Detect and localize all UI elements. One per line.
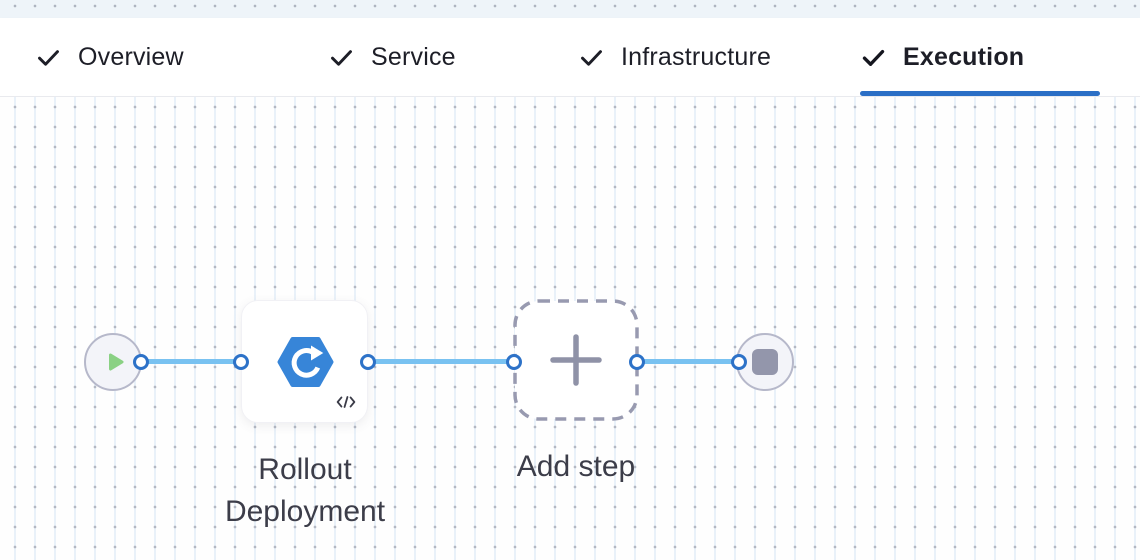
pipeline-canvas[interactable]: Rollout Deployment Add step xyxy=(0,97,1140,560)
tab-overview[interactable]: Overview xyxy=(35,18,184,96)
connector-line xyxy=(141,359,241,364)
connector-port[interactable] xyxy=(360,354,376,370)
connector-line xyxy=(637,359,740,364)
play-icon xyxy=(103,350,127,374)
step-label-add-step: Add step xyxy=(516,450,636,483)
tab-service[interactable]: Service xyxy=(328,18,456,96)
active-tab-indicator xyxy=(860,91,1100,96)
connector-port[interactable] xyxy=(506,354,522,370)
plus-icon xyxy=(550,334,602,386)
stage-tabs: Overview Service Infrastructure Executio… xyxy=(0,18,1140,97)
code-icon xyxy=(336,395,356,414)
connector-line xyxy=(368,359,514,364)
tab-execution[interactable]: Execution xyxy=(860,18,1024,96)
step-label-rollout-deployment: Rollout Deployment xyxy=(224,453,386,528)
check-icon xyxy=(328,44,355,71)
check-icon xyxy=(860,44,887,71)
k8s-rollout-icon xyxy=(277,336,334,393)
check-icon xyxy=(578,44,605,71)
check-icon xyxy=(35,44,62,71)
tab-label: Service xyxy=(371,42,456,71)
connector-port[interactable] xyxy=(629,354,645,370)
tab-label: Execution xyxy=(903,42,1025,71)
add-step-node[interactable] xyxy=(512,298,640,422)
pipeline-start-node xyxy=(84,333,142,391)
tab-infrastructure[interactable]: Infrastructure xyxy=(578,18,771,96)
connector-port[interactable] xyxy=(133,354,149,370)
stop-icon xyxy=(752,349,778,375)
canvas-top-strip xyxy=(0,0,1140,18)
connector-port[interactable] xyxy=(731,354,747,370)
tab-label: Infrastructure xyxy=(621,42,772,71)
connector-port[interactable] xyxy=(233,354,249,370)
tab-label: Overview xyxy=(78,42,184,71)
step-rollout-deployment[interactable] xyxy=(241,300,368,423)
